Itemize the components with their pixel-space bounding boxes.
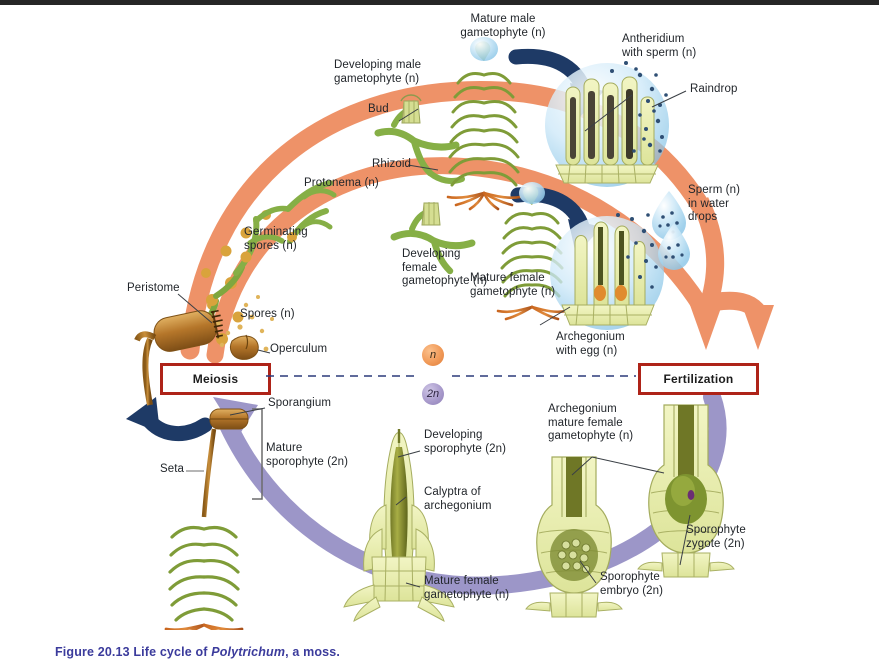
sperm-dots-female <box>616 213 658 289</box>
label-germinating-spores: Germinating spores (n) <box>244 226 308 252</box>
label-sporangium: Sporangium <box>268 397 332 409</box>
protonema-filament-3 <box>285 180 337 212</box>
sporophyte-zygote-structure <box>637 404 735 578</box>
leader-rhizoid <box>407 164 439 171</box>
label-sporophyte-embryo: Sporophyte embryo (2n) <box>600 571 664 597</box>
label-calyptra-of-archegonium: Calyptra of archegonium <box>424 486 492 512</box>
ploidy-key-diploid: 2n <box>422 383 444 405</box>
label-mature-female-gametophyte-bottom: Mature female gametophyte (n) <box>424 575 510 601</box>
archegonia-flasks <box>574 221 646 306</box>
haploid-arrow-to-fertilization-right <box>697 291 774 350</box>
female-bud-shape <box>421 202 441 226</box>
egg-cell-1 <box>594 285 606 301</box>
mature-sporophyte-capsule-group <box>134 309 259 406</box>
label-sperm-in-water-drops: Sperm (n) in water drops <box>688 184 741 223</box>
developing-male-gametophyte-plant <box>374 94 465 184</box>
mature-sporophyte-bracket <box>252 408 263 500</box>
male-apex-droplet <box>470 37 498 61</box>
sporophyte-embryo-structure <box>525 456 623 618</box>
label-spores: Spores (n) <box>240 308 295 320</box>
leader-archegonium-mature-1 <box>571 456 593 476</box>
developing-sporophyte-structure <box>343 429 455 622</box>
bud-shape <box>400 94 422 124</box>
peristome-teeth <box>210 309 223 338</box>
label-developing-sporophyte: Developing sporophyte (2n) <box>424 429 507 455</box>
label-raindrop: Raindrop <box>690 83 738 95</box>
protonema-filament-2 <box>287 208 333 244</box>
page-top-rule <box>0 0 879 5</box>
leader-antheridium <box>584 94 633 132</box>
leader-mature-female-bottom <box>405 582 421 588</box>
male-rhizoids <box>446 191 522 211</box>
label-antheridium-with-sperm: Antheridium with sperm (n) <box>622 33 697 59</box>
egg-cell-2 <box>615 285 627 301</box>
label-protonema: Protonema (n) <box>304 177 379 189</box>
caption-suffix: , a moss. <box>285 645 340 659</box>
label-mature-sporophyte: Mature sporophyte (2n) <box>266 442 349 468</box>
mature-female-gametophyte-plant <box>496 182 568 321</box>
leader-calyptra <box>395 496 407 506</box>
leader-sporangium <box>229 407 266 416</box>
leader-raindrop <box>651 90 687 108</box>
leader-developing-sporophyte <box>397 450 421 458</box>
leader-bud <box>398 108 419 122</box>
meiosis-box[interactable]: Meiosis <box>160 363 271 395</box>
zygote-nucleus <box>687 490 695 500</box>
female-rhizoids <box>496 305 568 321</box>
label-seta: Seta <box>159 463 184 475</box>
leader-lines <box>177 90 691 588</box>
label-archegonium-mature-female-gametophyte: Archegonium mature female gametophyte (n… <box>548 403 634 442</box>
developing-female-gametophyte-plant <box>390 202 476 275</box>
ploidy-key-haploid: n <box>422 344 444 366</box>
leader-zygote <box>679 514 691 566</box>
female-apex-droplet <box>519 182 545 204</box>
label-developing-male-gametophyte: Developing male gametophyte (n) <box>334 59 422 85</box>
label-operculum: Operculum <box>270 343 328 355</box>
leader-archegonium-mature-2 <box>591 456 665 474</box>
label-bud: Bud <box>368 103 389 115</box>
label-peristome: Peristome <box>127 282 180 294</box>
lower-left-gametophyte-plant <box>164 517 244 630</box>
leader-peristome <box>177 293 213 324</box>
archegonium-with-egg-detail <box>550 213 664 330</box>
label-mature-female-gametophyte-top: Mature female gametophyte (n) <box>470 272 556 298</box>
operculum-shape <box>229 334 259 360</box>
caption-species: Polytrichum <box>211 645 286 659</box>
leader-archegonium-egg <box>539 306 571 326</box>
sporangium-on-seta <box>186 408 263 518</box>
label-developing-female-gametophyte: Developing female gametophyte (n) <box>402 248 488 287</box>
sperm-water-drop-female <box>658 223 690 270</box>
label-mature-male-gametophyte: Mature male gametophyte (n) <box>460 13 546 39</box>
mature-male-gametophyte-plant <box>446 37 522 211</box>
fertilization-box[interactable]: Fertilization <box>638 363 759 395</box>
figure-caption: Figure 20.13 Life cycle of Polytrichum, … <box>0 645 879 659</box>
lower-left-rhizoids <box>164 623 244 630</box>
label-rhizoid: Rhizoid <box>372 158 412 170</box>
label-sporophyte-zygote: Sporophyte zygote (2n) <box>686 524 746 550</box>
moss-life-cycle-diagram: Mature male gametophyte (n) Antheridium … <box>0 5 879 630</box>
leader-embryo <box>579 560 597 584</box>
label-archegonium-with-egg: Archegonium with egg (n) <box>556 331 625 357</box>
leader-operculum <box>257 349 271 354</box>
diagram-canvas <box>126 37 774 630</box>
antheridium-with-sperm-detail <box>545 61 669 187</box>
sperm-dots-male <box>610 61 668 153</box>
antheridia-columns <box>565 76 655 166</box>
meiosis-arrow <box>126 397 213 442</box>
caption-prefix: Figure 20.13 Life cycle of <box>55 645 212 659</box>
